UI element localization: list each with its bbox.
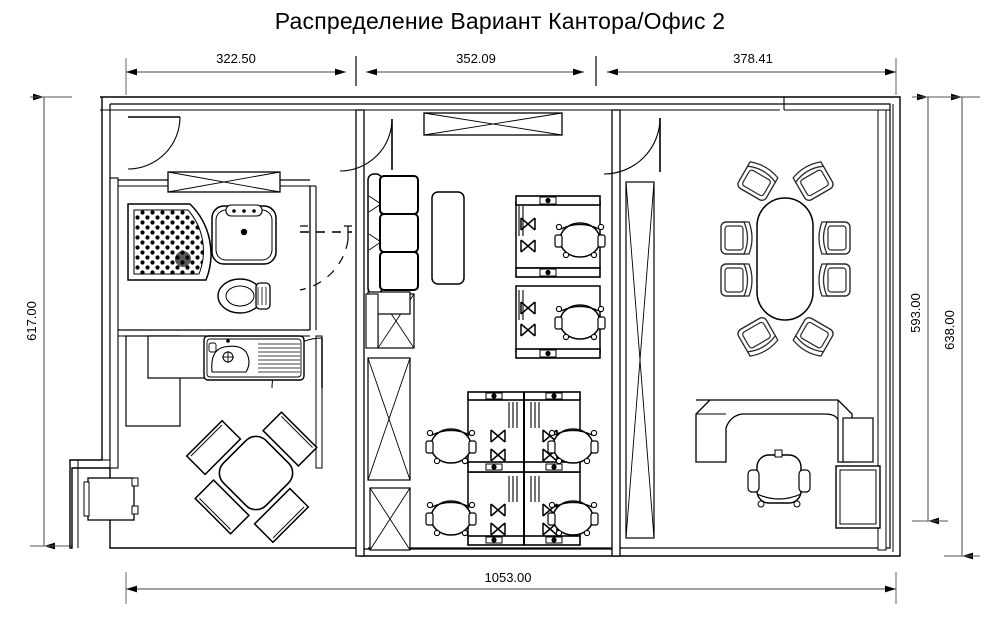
dim-right-1: 593.00 (908, 293, 923, 333)
dim-left-1: 617.00 (24, 301, 39, 341)
dimension-lines-bottom: 1053.00 (125, 570, 897, 604)
dim-top-3: 378.41 (733, 51, 773, 66)
window-icon (625, 181, 655, 539)
shower-tray-icon (127, 203, 212, 281)
door-swing-bathroom (127, 116, 181, 170)
reception-desk-icon (695, 399, 853, 463)
conference-chair-icon (735, 315, 781, 360)
oval-table-icon (756, 197, 814, 321)
conference-chair-icon (818, 221, 851, 255)
kitchen-fixtures (83, 335, 318, 544)
page-title: Распределение Вариант Кантора/Офис 2 (274, 8, 726, 34)
window-icon (369, 487, 411, 551)
window-icon (167, 171, 281, 193)
building-walls (69, 96, 901, 557)
side-cabinet-icon (835, 417, 881, 529)
sliding-door-dashed (299, 225, 352, 291)
dim-bottom-1: 1053.00 (485, 570, 532, 585)
conference-chair-icon (720, 221, 753, 255)
window-icon (423, 112, 563, 136)
window-symbols (167, 112, 655, 551)
bathroom-fixtures (127, 203, 277, 314)
dining-set-icon (185, 411, 318, 544)
conference-chair-icon (790, 315, 836, 360)
door-swing-corridor (339, 118, 393, 172)
dim-top-2: 352.09 (456, 51, 496, 66)
appliance-icon (83, 477, 139, 521)
conference-table-group (720, 158, 851, 360)
dim-top-1: 322.50 (216, 51, 256, 66)
conference-chair-icon (790, 158, 836, 203)
window-icon (367, 357, 411, 481)
washbasin-icon (211, 204, 277, 265)
conference-chair-icon (735, 158, 781, 203)
office-desk-cluster (425, 391, 599, 546)
kitchen-sink-icon (203, 335, 305, 381)
cabinet-icon (365, 291, 411, 349)
interior-partitions (109, 109, 887, 557)
door-swing-meeting (603, 117, 661, 175)
lounge-furniture (365, 173, 465, 349)
executive-chair-icon (747, 449, 811, 508)
dimension-lines-left: 617.00 (24, 93, 72, 550)
toilet-icon (217, 278, 271, 314)
dimension-lines-right: 593.00 638.00 (908, 93, 980, 560)
sofa-icon (367, 173, 419, 295)
executive-desk-group (695, 399, 881, 529)
dim-right-2: 638.00 (942, 310, 957, 350)
office-desk-pair (515, 195, 606, 359)
conference-chair-icon (720, 263, 753, 297)
dimension-lines-top: 322.50 352.09 378.41 (125, 51, 897, 95)
coffee-table-icon (431, 191, 465, 285)
conference-chair-icon (818, 263, 851, 297)
